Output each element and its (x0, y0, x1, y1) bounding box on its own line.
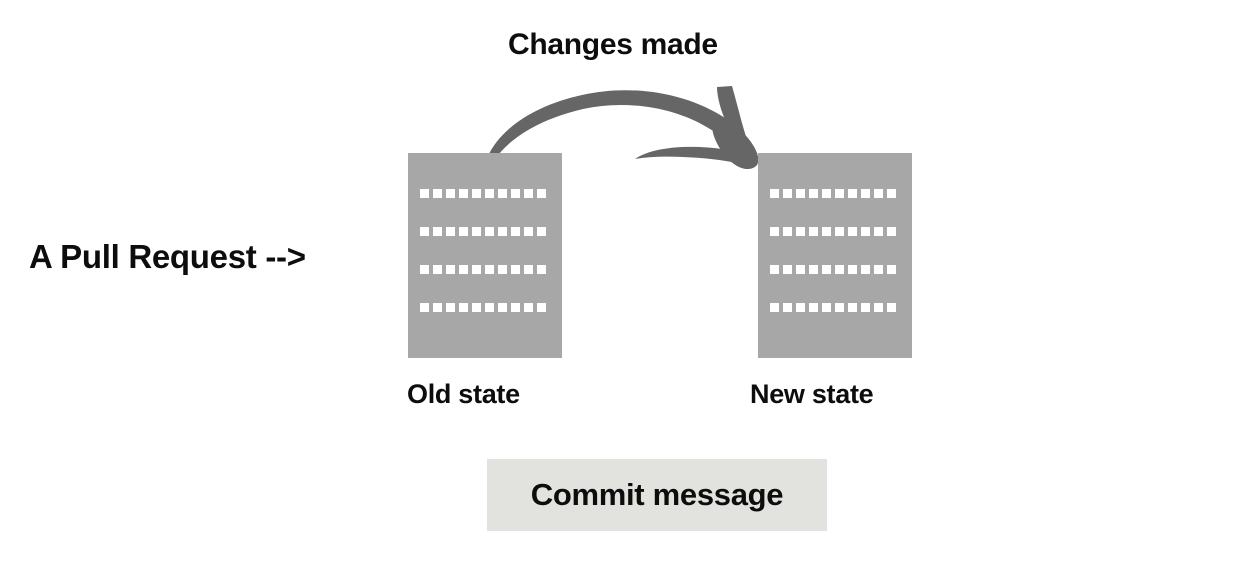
document-line (770, 189, 900, 198)
document-box-new-state (758, 153, 912, 358)
document-line (770, 265, 900, 274)
commit-message-label: Commit message (530, 477, 784, 512)
pull-request-label: A Pull Request --> (29, 238, 306, 275)
document-line (420, 189, 550, 198)
document-lines-new (770, 189, 900, 312)
document-line (420, 265, 550, 274)
document-line (420, 303, 550, 312)
new-state-caption: New state (750, 379, 874, 409)
commit-message-box: Commit message (487, 459, 827, 531)
document-box-old-state (408, 153, 562, 358)
document-lines-old (420, 189, 550, 312)
document-line (770, 303, 900, 312)
document-line (770, 227, 900, 236)
document-line (420, 227, 550, 236)
old-state-caption: Old state (407, 379, 520, 409)
curved-arrow-right-icon (488, 86, 759, 170)
changes-made-label: Changes made (508, 28, 718, 61)
